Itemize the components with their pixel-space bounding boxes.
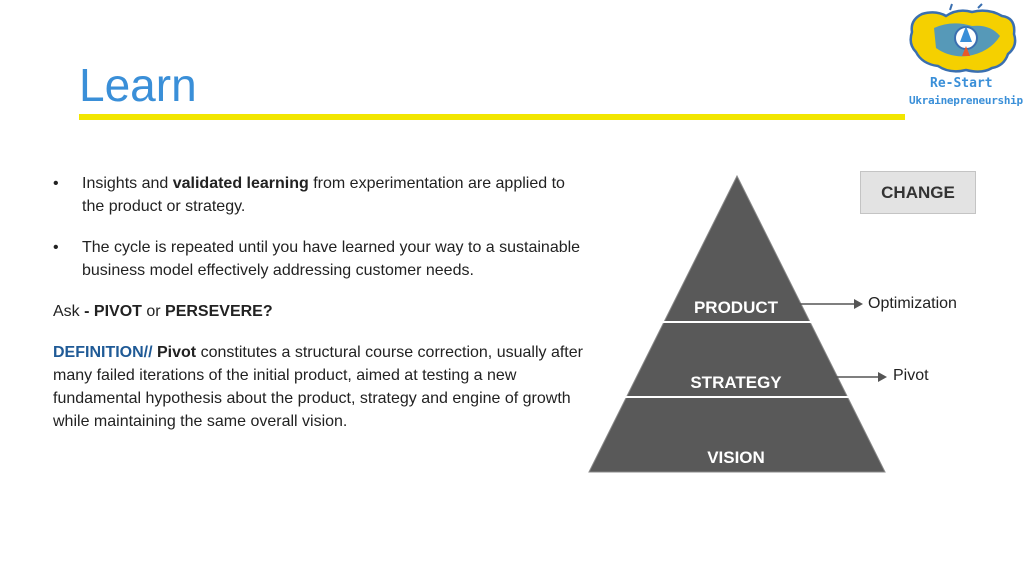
bullet-text: Insights and <box>82 175 173 192</box>
definition-term: Pivot <box>152 344 197 361</box>
title-underline <box>79 114 905 120</box>
pivot-label: Pivot <box>893 367 929 384</box>
bullet-text: The cycle is repeated until you have lea… <box>82 239 581 279</box>
bullet-dot: • <box>53 239 59 256</box>
pyramid-level-product: PRODUCT <box>694 298 779 317</box>
ask-text: Ask <box>53 303 85 320</box>
bullet-text: from experimentation are applied to the … <box>82 175 565 215</box>
pyramid-level-strategy: STRATEGY <box>690 373 782 392</box>
slide-body: • Insights and validated learning from e… <box>53 172 583 433</box>
change-box: CHANGE <box>860 171 976 214</box>
ask-text: or <box>141 303 166 320</box>
pyramid-shape <box>588 174 886 473</box>
arrow-optimization <box>800 299 863 309</box>
definition-text: constitutes a structural course correcti… <box>53 344 583 430</box>
restart-logo-icon <box>909 3 1017 73</box>
logo-text-restart: Re-Start <box>930 76 993 91</box>
ask-pivot: - PIVOT <box>84 303 142 320</box>
pyramid-diagram: PRODUCT STRATEGY VISION <box>588 174 886 473</box>
ask-line: Ask - PIVOT or PERSEVERE? <box>53 300 583 323</box>
bullet-item: • The cycle is repeated until you have l… <box>53 236 583 282</box>
pyramid-level-vision: VISION <box>707 448 765 467</box>
arrow-pivot <box>836 372 887 382</box>
definition-label: DEFINITION// <box>53 344 153 361</box>
definition-paragraph: DEFINITION// Pivot constitutes a structu… <box>53 341 583 433</box>
bullet-item: • Insights and validated learning from e… <box>53 172 583 218</box>
ask-persevere: PERSEVERE? <box>165 303 273 320</box>
slide-title: Learn <box>79 59 197 111</box>
logo-text-ukrainepreneurship: Ukrainepreneurship <box>909 94 1023 107</box>
bullet-emphasis: validated learning <box>172 175 309 192</box>
bullet-dot: • <box>53 175 59 192</box>
optimization-label: Optimization <box>868 295 957 312</box>
